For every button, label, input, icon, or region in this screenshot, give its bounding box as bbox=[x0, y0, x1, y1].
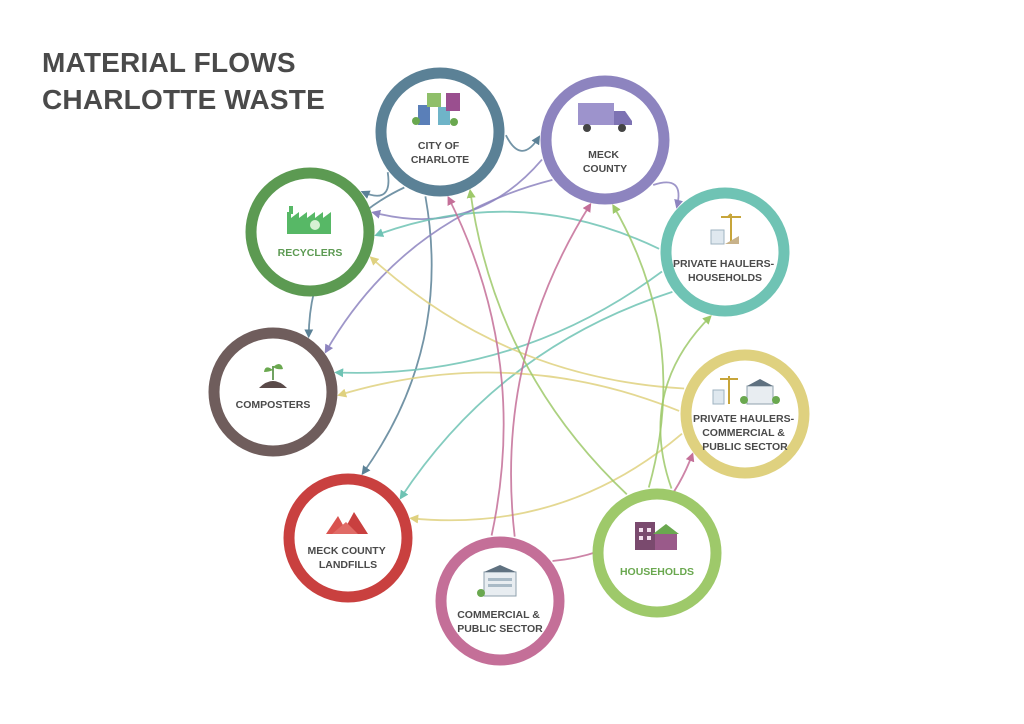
node-ph-commercial-label-line: COMMERCIAL & bbox=[702, 427, 785, 439]
landfill-mounds-icon bbox=[326, 512, 368, 534]
node-ph-households-label: PRIVATE HAULERS- HOUSEHOLDS bbox=[673, 258, 777, 284]
node-households-label-line: HOUSEHOLDS bbox=[620, 566, 694, 578]
node-households: HOUSEHOLDS bbox=[592, 488, 722, 618]
node-landfills: MECK COUNTY LANDFILLS bbox=[283, 473, 413, 603]
node-meck: MECK COUNTY bbox=[540, 75, 670, 205]
diagram-title: MATERIAL FLOWS CHARLOTTE WASTE bbox=[42, 44, 325, 118]
flow-arrow-ph-households-to-composters bbox=[334, 270, 663, 378]
node-meck-label: MECK COUNTY bbox=[583, 149, 627, 175]
city-buildings-icon bbox=[412, 93, 460, 126]
flow-arrow-households-to-city bbox=[466, 188, 628, 495]
houses-icon bbox=[635, 522, 679, 550]
node-landfills-label: MECK COUNTY LANDFILLS bbox=[308, 545, 389, 571]
title-line-1: MATERIAL FLOWS bbox=[42, 47, 296, 78]
node-composters-ring bbox=[208, 327, 338, 457]
office-building-icon bbox=[477, 565, 517, 597]
flow-arrow-commercial-to-meck bbox=[510, 202, 592, 537]
node-meck-label-line: COUNTY bbox=[583, 163, 627, 175]
flow-arrow-ph-commercial-to-landfills bbox=[409, 433, 683, 524]
node-ph-commercial: PRIVATE HAULERS- COMMERCIAL & PUBLIC SEC… bbox=[680, 349, 810, 479]
flow-arrows bbox=[304, 134, 712, 562]
node-ph-households-label-line: HOUSEHOLDS bbox=[688, 272, 762, 284]
node-ph-commercial-ring bbox=[680, 349, 810, 479]
crane-buildings-icon bbox=[712, 376, 780, 405]
node-composters-label-line: COMPOSTERS bbox=[236, 399, 311, 411]
node-commercial-ring bbox=[435, 536, 565, 666]
node-meck-label-line: MECK bbox=[588, 149, 619, 161]
node-composters: COMPOSTERS bbox=[208, 327, 338, 457]
flow-arrow-meck-to-composters bbox=[324, 179, 553, 354]
node-city-ring bbox=[375, 67, 505, 197]
flow-arrow-ph-commercial-to-composters bbox=[337, 371, 680, 412]
title-line-2: CHARLOTTE WASTE bbox=[42, 84, 325, 115]
node-ph-households: PRIVATE HAULERS- HOUSEHOLDS bbox=[660, 187, 790, 317]
flow-arrow-meck-to-ph-households bbox=[652, 181, 683, 209]
recycling-factory-icon bbox=[287, 206, 331, 234]
node-households-ring bbox=[592, 488, 722, 618]
sprout-soil-icon bbox=[259, 363, 287, 388]
node-city: CITY OF CHARLOTE bbox=[375, 67, 505, 197]
node-commercial-label: COMMERCIAL & PUBLIC SECTOR bbox=[457, 609, 543, 635]
node-commercial-label-line: PUBLIC SECTOR bbox=[457, 623, 543, 635]
flow-arrow-households-to-meck bbox=[612, 203, 665, 488]
flow-arrow-ph-households-to-landfills bbox=[399, 291, 673, 500]
node-recyclers-label: RECYCLERS bbox=[278, 247, 343, 259]
node-meck-ring bbox=[540, 75, 670, 205]
node-recyclers: RECYCLERS bbox=[245, 167, 375, 297]
flow-arrow-commercial-to-city bbox=[447, 195, 505, 536]
node-city-label: CITY OF CHARLOTE bbox=[411, 140, 469, 166]
node-households-label: HOUSEHOLDS bbox=[620, 566, 694, 578]
node-ph-commercial-label: PRIVATE HAULERS- COMMERCIAL & PUBLIC SEC… bbox=[693, 413, 797, 453]
flow-arrow-city-to-recyclers bbox=[360, 172, 390, 199]
node-landfills-label-line: LANDFILLS bbox=[319, 559, 377, 571]
flow-arrow-households-to-ph-households bbox=[659, 315, 712, 489]
node-composters-label: COMPOSTERS bbox=[236, 399, 311, 411]
node-landfills-label-line: MECK COUNTY bbox=[308, 545, 386, 557]
node-ph-commercial-label-line: PUBLIC SECTOR bbox=[702, 441, 788, 453]
node-city-label-line: CITY OF bbox=[418, 140, 460, 152]
flow-arrow-ph-households-to-recyclers bbox=[374, 210, 660, 250]
flow-arrow-ph-commercial-to-recyclers bbox=[369, 256, 685, 390]
node-ph-households-label-line: PRIVATE HAULERS- bbox=[673, 258, 775, 270]
node-commercial-label-line: COMMERCIAL & bbox=[457, 609, 540, 621]
crane-building-icon bbox=[710, 213, 741, 245]
node-city-label-line: CHARLOTE bbox=[411, 154, 469, 166]
node-ph-commercial-label-line: PRIVATE HAULERS- bbox=[693, 413, 795, 425]
node-landfills-ring bbox=[283, 473, 413, 603]
node-recyclers-label-line: RECYCLERS bbox=[278, 247, 343, 259]
node-ph-households-ring bbox=[660, 187, 790, 317]
truck-icon bbox=[578, 103, 632, 132]
flow-arrow-city-to-meck bbox=[505, 134, 541, 152]
node-commercial: COMMERCIAL & PUBLIC SECTOR bbox=[435, 536, 565, 666]
